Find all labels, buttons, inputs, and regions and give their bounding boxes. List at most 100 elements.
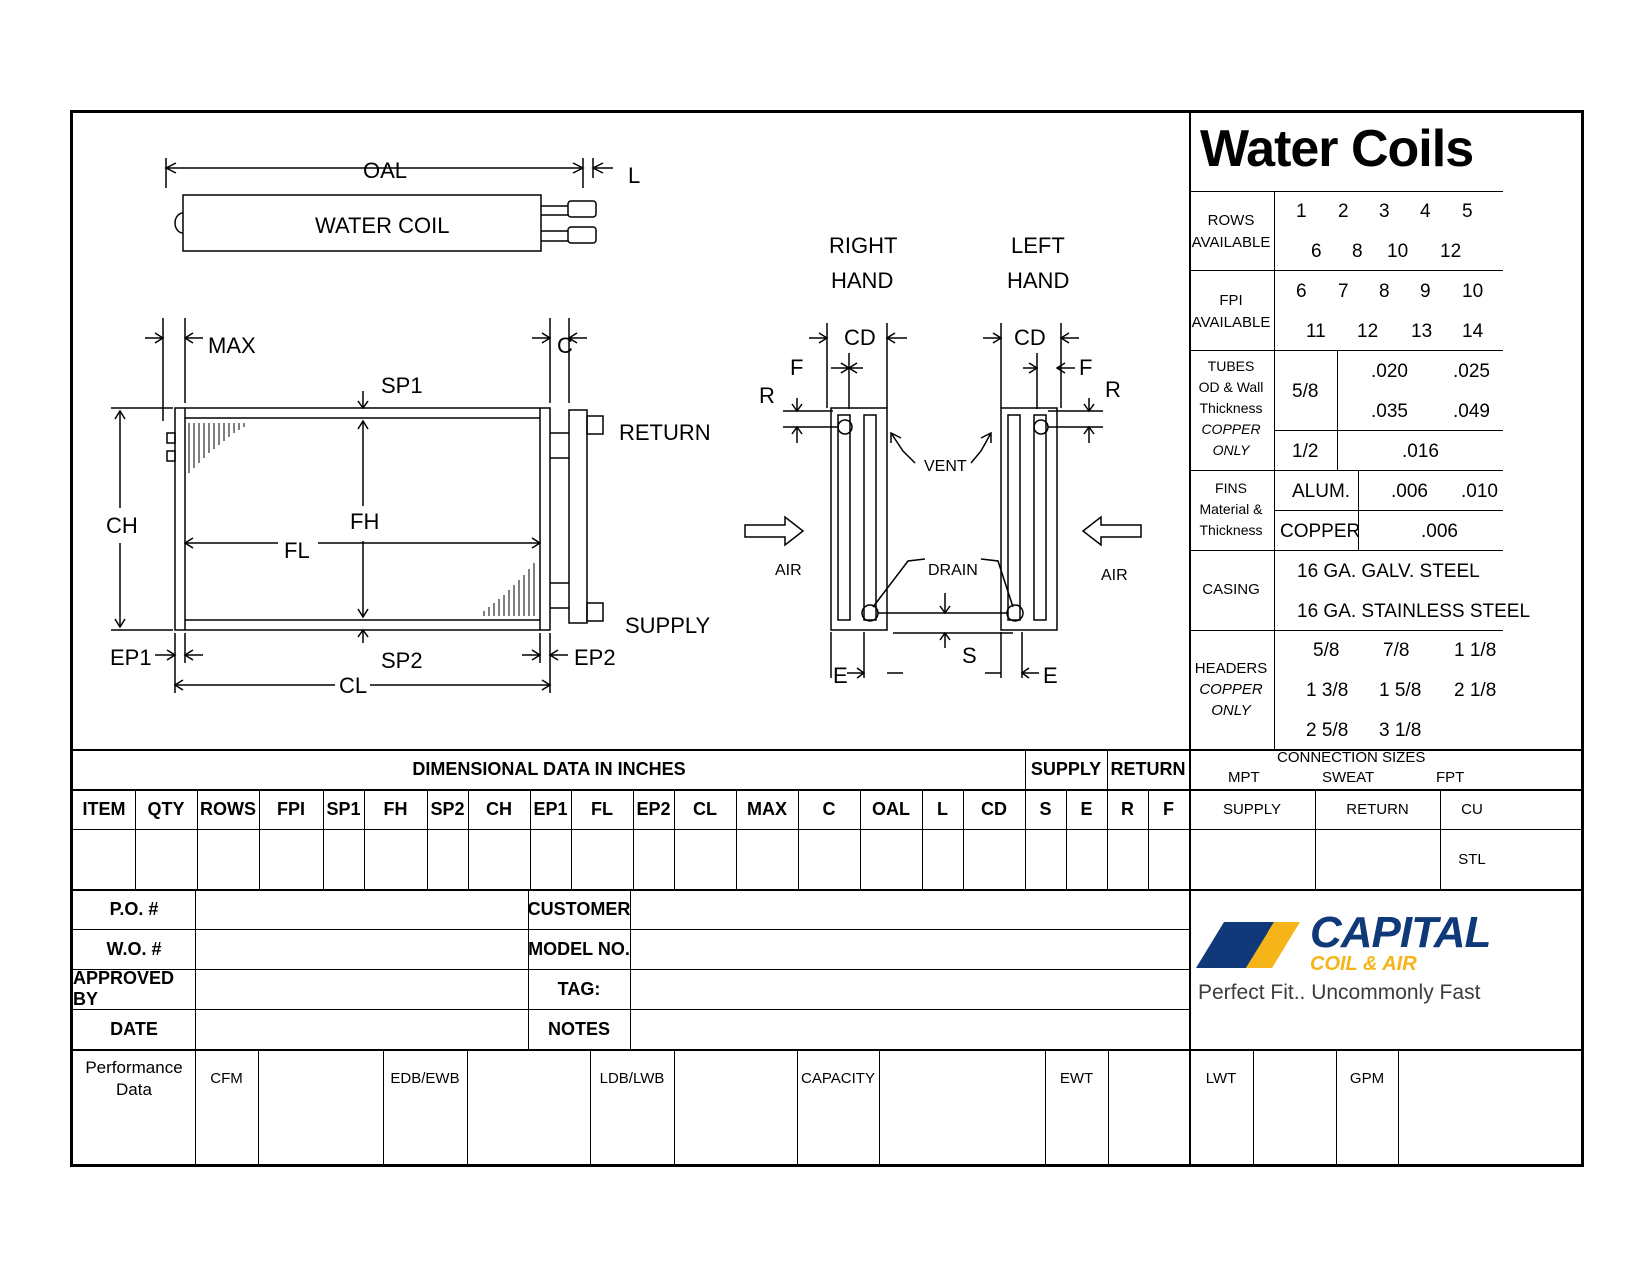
company-logo: CAPITAL COIL & AIR Perfect Fit.. Uncommo… xyxy=(1190,890,1503,1048)
dim-field-oal[interactable] xyxy=(861,830,921,888)
r-label-right: R xyxy=(759,383,775,408)
tube-od-58: 5/8 xyxy=(1292,381,1319,402)
fpi-option: 14 xyxy=(1462,321,1484,342)
conn-return-header: RETURN xyxy=(1346,800,1409,818)
dim-field-r[interactable] xyxy=(1108,830,1147,888)
edb-ewb-field[interactable] xyxy=(468,1050,589,1164)
header-size: 5/8 xyxy=(1313,640,1340,661)
dim-field-fl[interactable] xyxy=(572,830,632,888)
dim-field-l[interactable] xyxy=(923,830,962,888)
col-header-ep2: EP2 xyxy=(636,798,671,819)
dim-field-ch[interactable] xyxy=(469,830,529,888)
rows-option: 2 xyxy=(1338,201,1349,222)
fin-material-copper: COPPER xyxy=(1280,521,1361,542)
dim-field-item[interactable] xyxy=(74,830,134,888)
ldb-lwb-label: LDB/LWB xyxy=(599,1069,665,1087)
fpi-option: 8 xyxy=(1379,281,1390,302)
col-header-l: L xyxy=(937,798,948,819)
cfm-field[interactable] xyxy=(259,1050,382,1164)
tube-od-12: 1/2 xyxy=(1292,441,1319,462)
f-label-right: F xyxy=(790,355,803,380)
lwt-field[interactable] xyxy=(1254,1050,1335,1164)
dim-field-sp1[interactable] xyxy=(324,830,363,888)
dim-field-rows[interactable] xyxy=(198,830,258,888)
dim-field-qty[interactable] xyxy=(136,830,196,888)
dim-field-sp2[interactable] xyxy=(428,830,467,888)
rows-option: 1 xyxy=(1296,201,1307,222)
s-label: S xyxy=(962,643,977,668)
dim-field-e[interactable] xyxy=(1067,830,1106,888)
header-size: 2 5/8 xyxy=(1306,720,1349,741)
col-header-s: S xyxy=(1039,798,1052,819)
fins-label: FINS Material & Thickness xyxy=(1199,480,1263,538)
capacity-field[interactable] xyxy=(880,1050,1044,1164)
air-label-left: AIR xyxy=(1101,567,1128,584)
dim-field-cd[interactable] xyxy=(964,830,1024,888)
dim-field-fpi[interactable] xyxy=(260,830,322,888)
rows-option: 8 xyxy=(1352,241,1363,262)
notes-field[interactable] xyxy=(631,1010,1188,1048)
header-size: 7/8 xyxy=(1383,640,1410,661)
date-field[interactable] xyxy=(196,1010,527,1048)
l-label: L xyxy=(628,163,640,188)
header-size: 2 1/8 xyxy=(1454,680,1497,701)
dim-field-cl[interactable] xyxy=(675,830,735,888)
dim-field-ep1[interactable] xyxy=(531,830,570,888)
tube-wall: .016 xyxy=(1402,441,1439,462)
ldb-lwb-field[interactable] xyxy=(675,1050,796,1164)
po-field[interactable] xyxy=(196,890,527,928)
fpt-label: FPT xyxy=(1436,769,1465,786)
customer-field[interactable] xyxy=(631,890,1188,928)
capacity-label: CAPACITY xyxy=(801,1069,875,1087)
col-header-ch: CH xyxy=(486,798,512,819)
fpi-option: 11 xyxy=(1306,321,1326,342)
dim-field-c[interactable] xyxy=(799,830,859,888)
col-header-cl: CL xyxy=(693,798,717,819)
ewt-field[interactable] xyxy=(1109,1050,1188,1164)
gpm-label: GPM xyxy=(1349,1069,1385,1087)
rows-option: 3 xyxy=(1379,201,1390,222)
conn-return-field[interactable] xyxy=(1316,830,1439,888)
rows-option: 5 xyxy=(1462,201,1473,222)
e-label-right: E xyxy=(833,663,848,688)
f-label-left: F xyxy=(1079,355,1092,380)
dim-field-f[interactable] xyxy=(1149,830,1188,888)
right-hand-label-2: HAND xyxy=(831,268,893,293)
cfm-label: CFM xyxy=(210,1069,243,1087)
c-label: C xyxy=(557,333,573,358)
col-header-max: MAX xyxy=(747,798,787,819)
dim-field-ep2[interactable] xyxy=(634,830,673,888)
conn-supply-header: SUPPLY xyxy=(1222,800,1282,818)
ep1-label: EP1 xyxy=(110,645,152,670)
fl-label: FL xyxy=(284,538,310,563)
tag-field[interactable] xyxy=(631,970,1188,1008)
conn-supply-field[interactable] xyxy=(1190,830,1314,888)
tube-wall: .025 xyxy=(1453,361,1490,382)
logo-tagline: Perfect Fit.. Uncommonly Fast xyxy=(1198,981,1481,1004)
gpm-field[interactable] xyxy=(1399,1050,1503,1164)
logo-mark xyxy=(1196,922,1300,968)
col-header-sp1: SP1 xyxy=(326,798,361,819)
wo-label: W.O. # xyxy=(106,938,162,959)
col-header-e: E xyxy=(1080,798,1093,819)
cu-option[interactable]: CU xyxy=(1461,800,1483,818)
notes-label: NOTES xyxy=(547,1018,610,1039)
model-no-field[interactable] xyxy=(631,930,1188,968)
dim-field-fh[interactable] xyxy=(365,830,426,888)
col-header-oal: OAL xyxy=(872,798,910,819)
edb-ewb-label: EDB/EWB xyxy=(390,1069,460,1087)
dim-field-s[interactable] xyxy=(1026,830,1065,888)
fin-thickness: .006 xyxy=(1421,521,1458,542)
approved-by-label: APPROVED BY xyxy=(73,968,175,1009)
wo-field[interactable] xyxy=(196,930,527,968)
cd-label-right: CD xyxy=(844,325,876,350)
col-header-ep1: EP1 xyxy=(533,798,568,819)
logo-brand: CAPITAL xyxy=(1310,908,1491,957)
header-size: 3 1/8 xyxy=(1379,720,1422,741)
stl-option[interactable]: STL xyxy=(1458,850,1486,868)
rows-option: 6 xyxy=(1311,241,1322,262)
dim-field-max[interactable] xyxy=(737,830,797,888)
approved-by-field[interactable] xyxy=(196,970,527,1008)
col-header-item: ITEM xyxy=(82,798,126,819)
headers-label: HEADERS COPPER ONLY xyxy=(1194,660,1268,719)
